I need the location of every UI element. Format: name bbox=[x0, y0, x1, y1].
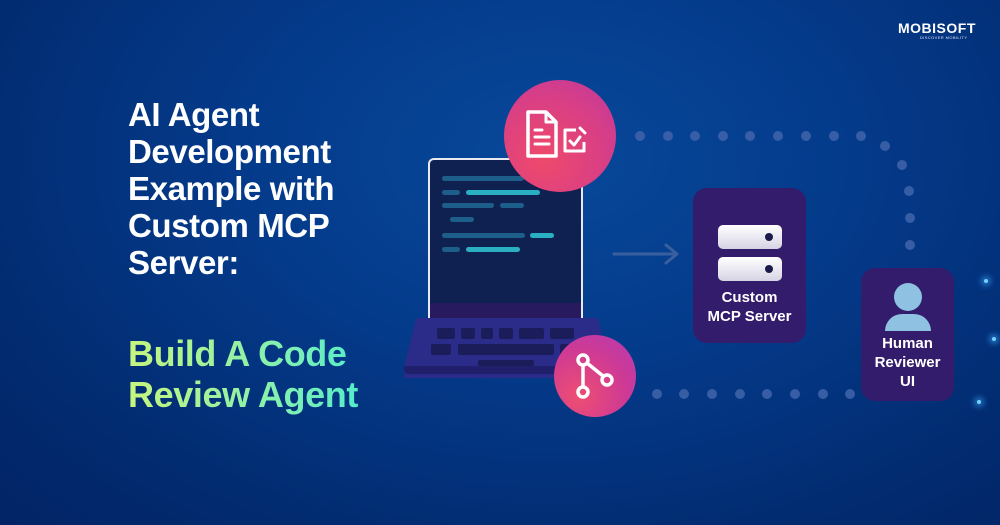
label-line: Reviewer bbox=[874, 354, 941, 371]
title-line: AI Agent bbox=[128, 96, 260, 133]
document-icon bbox=[526, 110, 587, 158]
git-branch-icon bbox=[576, 353, 614, 399]
label-line: Custom bbox=[721, 289, 778, 306]
title-line: Development bbox=[128, 133, 331, 170]
label-line: Human bbox=[882, 335, 933, 352]
human-reviewer-label: Human Reviewer UI bbox=[861, 334, 954, 391]
subtitle-line: Review Agent bbox=[128, 374, 448, 415]
title-line: Server: bbox=[128, 244, 239, 281]
human-reviewer-card: Human Reviewer UI bbox=[861, 268, 954, 401]
label-line: MCP Server bbox=[707, 308, 792, 325]
label-line: UI bbox=[900, 373, 915, 390]
mcp-server-label: Custom MCP Server bbox=[693, 288, 806, 326]
laptop-bezel bbox=[430, 303, 581, 318]
git-branch-badge bbox=[554, 335, 636, 417]
page-title: AI Agent Development Example with Custom… bbox=[128, 96, 428, 281]
arrow-right-icon bbox=[612, 243, 679, 265]
title-line: Custom MCP bbox=[128, 207, 330, 244]
subtitle-line: Build A Code bbox=[128, 333, 448, 374]
brand-tagline: DISCOVER MOBILITY bbox=[920, 35, 968, 40]
laptop-lip bbox=[404, 366, 610, 374]
laptop-screen bbox=[428, 158, 583, 318]
page-subtitle: Build A Code Review Agent bbox=[128, 333, 448, 415]
edit-check-icon bbox=[563, 126, 587, 153]
brand-logo: MOBISOFT DISCOVER MOBILITY bbox=[898, 20, 988, 40]
mcp-server-card: Custom MCP Server bbox=[693, 188, 806, 343]
brand-name: MOBISOFT bbox=[898, 20, 976, 36]
title-line: Example with bbox=[128, 170, 335, 207]
doc-review-badge bbox=[504, 80, 616, 192]
